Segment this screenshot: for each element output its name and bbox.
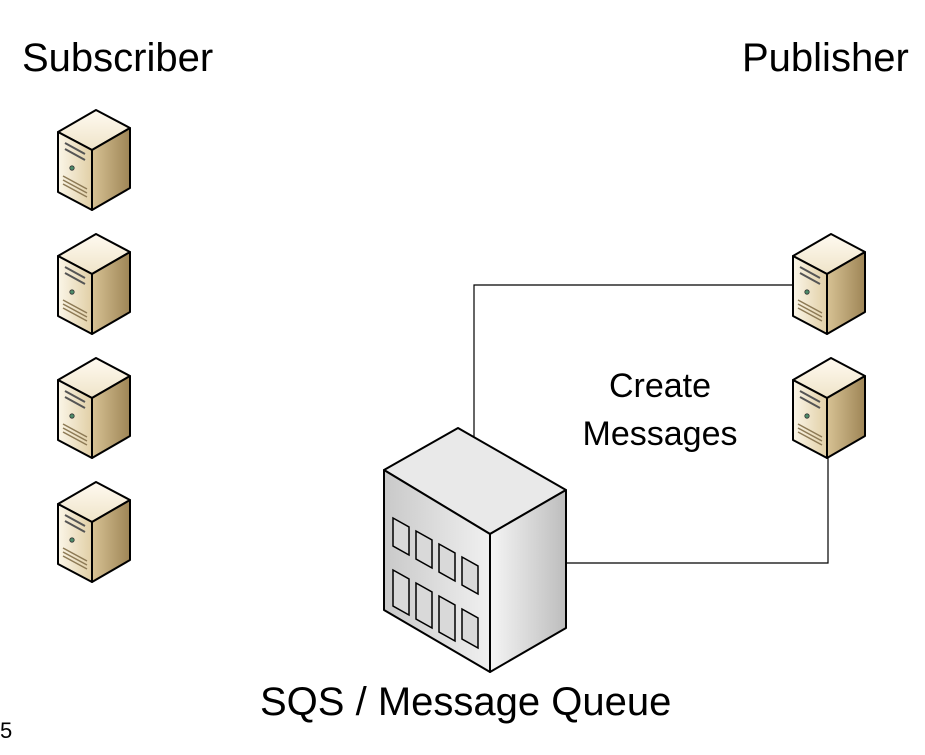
subscriber-title: Subscriber (22, 36, 214, 80)
server-icon (57, 357, 131, 459)
queue-title: SQS / Message Queue (260, 680, 672, 724)
action-label-line1: Create (608, 367, 712, 405)
publisher-title: Publisher (742, 36, 909, 80)
server-icon (57, 233, 131, 335)
server-icon (792, 233, 866, 335)
server-icon (57, 481, 131, 583)
connector-publisher-top (473, 284, 800, 440)
action-label-line2: Messages (582, 415, 738, 453)
create-messages-label: Create Messages (560, 362, 760, 458)
connector-publisher-bottom (562, 410, 829, 564)
slide-number: 5 (0, 718, 13, 743)
building-icon (383, 427, 567, 673)
server-icon (792, 357, 866, 459)
server-icon (57, 109, 131, 211)
